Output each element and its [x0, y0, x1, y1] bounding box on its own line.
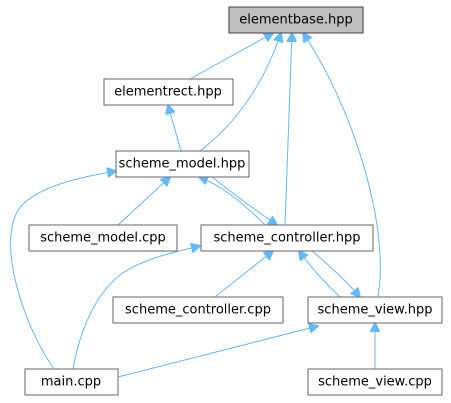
edges — [10, 33, 381, 378]
edge-scheme-view-to-elementbase — [303, 33, 381, 297]
edge-main-cpp-to-scheme-controller — [72, 246, 200, 370]
edge-scheme-controller-to-elementbase — [284, 33, 292, 226]
node-scheme-model-cpp[interactable]: scheme_model.cpp — [28, 224, 178, 252]
node-scheme-controller[interactable]: scheme_controller.hpp — [200, 224, 374, 252]
edge-scheme-controller-cpp-to-scheme-controller — [214, 251, 273, 298]
node-main-cpp[interactable]: main.cpp — [24, 368, 119, 396]
node-scheme-view[interactable]: scheme_view.hpp — [307, 296, 443, 324]
node-scheme-controller-cpp[interactable]: scheme_controller.cpp — [112, 296, 284, 324]
node-label: scheme_controller.cpp — [125, 303, 271, 318]
edge-scheme-controller-to-scheme-model — [199, 177, 266, 226]
edge-scheme-model-to-elementrect — [168, 105, 182, 152]
node-label: scheme_view.hpp — [318, 303, 433, 318]
edge-main-cpp-to-scheme-model — [10, 171, 116, 370]
edge-scheme-controller-to-scheme-view — [311, 250, 360, 297]
edge-scheme-view-to-scheme-controller — [299, 251, 341, 298]
edge-main-cpp-to-scheme-view — [117, 326, 318, 378]
node-scheme-view-cpp[interactable]: scheme_view.cpp — [307, 368, 443, 396]
node-label: main.cpp — [41, 375, 101, 390]
node-label: elementbase.hpp — [239, 13, 352, 28]
node-label: scheme_model.cpp — [40, 231, 166, 246]
node-label: scheme_controller.hpp — [213, 231, 360, 246]
edge-scheme-model-to-elementbase — [199, 33, 281, 152]
node-label: scheme_model.hpp — [119, 157, 246, 172]
node-elementrect[interactable]: elementrect.hpp — [103, 78, 234, 106]
node-label: scheme_view.cpp — [318, 375, 432, 390]
edge-scheme-model-cpp-to-scheme-model — [117, 177, 170, 226]
edge-scheme-model-to-scheme-controller — [211, 176, 277, 225]
node-label: elementrect.hpp — [114, 85, 222, 100]
node-scheme-model[interactable]: scheme_model.hpp — [115, 150, 250, 178]
node-elementbase[interactable]: elementbase.hpp — [228, 6, 364, 34]
edge-elementrect-to-elementbase — [189, 33, 273, 80]
